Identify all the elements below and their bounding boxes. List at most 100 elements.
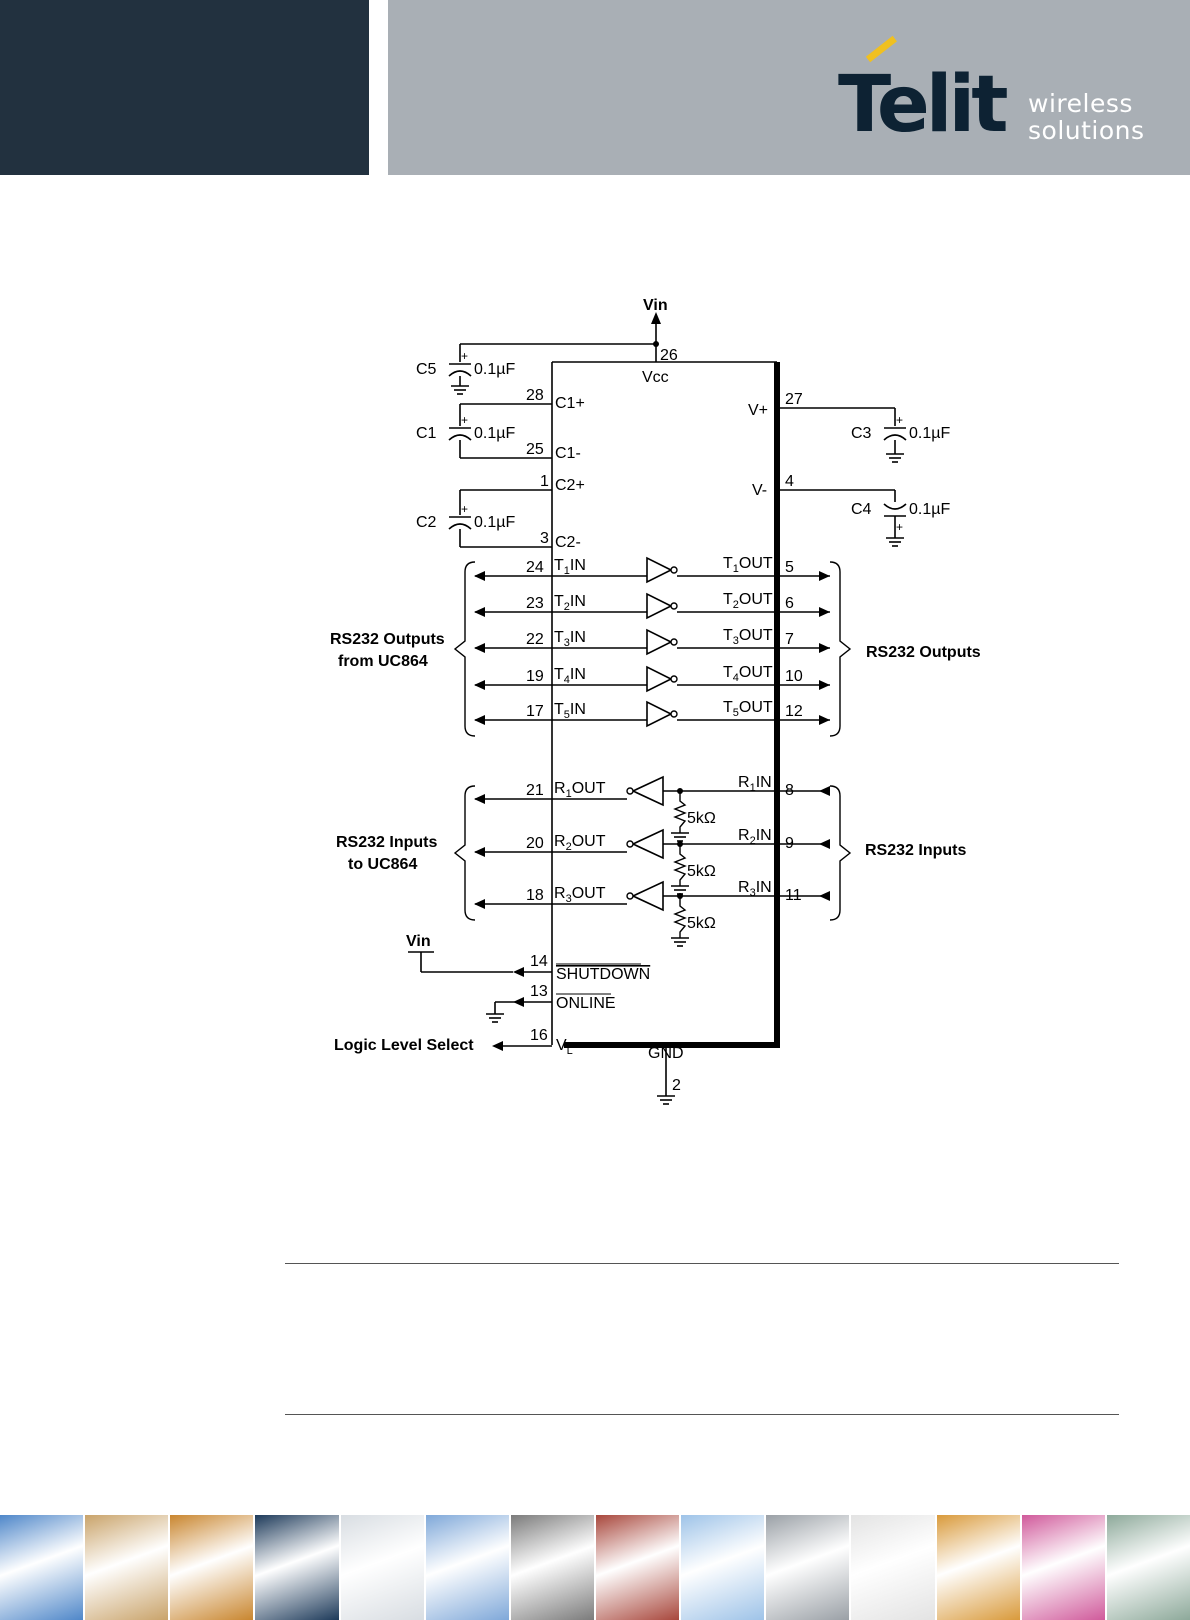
pin-label-c2minus: C2- xyxy=(555,534,581,551)
tx-out-arrow xyxy=(819,571,830,581)
capacitor-name: C2 xyxy=(416,514,437,531)
logic-level-select-label: Logic Level Select xyxy=(334,1037,474,1054)
pin-label-vplus: V+ xyxy=(748,402,768,419)
rx-out-label: R1OUT xyxy=(554,780,606,800)
tx-right-brace xyxy=(829,561,852,737)
rx-receiver-buffer xyxy=(631,775,664,807)
tx-out-pin-number: 6 xyxy=(785,595,794,612)
tx-driver-buffer xyxy=(646,665,673,693)
tx-out-label: T5OUT xyxy=(723,699,773,719)
tx-left-brace xyxy=(453,561,476,737)
logo-brand-text: Telit xyxy=(838,60,1009,150)
tx-out-pin-number: 5 xyxy=(785,559,794,576)
roadside-phone-photo xyxy=(85,1515,169,1620)
capacitor-value: 0.1µF xyxy=(474,514,515,531)
pin-number-13: 13 xyxy=(530,983,548,1000)
capacitor-value: 0.1µF xyxy=(474,425,515,442)
tx-driver-buffer xyxy=(646,592,673,620)
vin-top-label: Vin xyxy=(643,297,668,314)
tx-in-label: T1IN xyxy=(554,557,586,577)
tx-in-pin-number: 22 xyxy=(526,631,544,648)
wind-turbines-photo xyxy=(681,1515,765,1620)
rx-out-pin-number: 20 xyxy=(526,835,544,852)
tx-out-arrow xyxy=(819,607,830,617)
rx-resistor-value: 5kΩ xyxy=(687,863,716,880)
pin-number-16: 16 xyxy=(530,1027,548,1044)
bottom-divider-line xyxy=(285,1414,1119,1415)
pin-label-c1minus: C1- xyxy=(555,445,581,462)
tx-in-pin-number: 19 xyxy=(526,668,544,685)
tx-in-pin-number: 24 xyxy=(526,559,544,576)
group-label-outputs-left-2: from UC864 xyxy=(338,653,428,670)
rx-in-pin-number: 9 xyxy=(785,835,794,852)
capacitor-polarity: + xyxy=(896,413,903,427)
rx-in-pin-number: 11 xyxy=(785,887,802,904)
tx-in-arrow xyxy=(474,715,485,725)
capacitor-curved-plate xyxy=(448,523,472,530)
tx-out-arrow xyxy=(819,715,830,725)
pin-label-online: ONLINE xyxy=(556,995,616,1012)
group-label-outputs-left: RS232 Outputs xyxy=(330,631,445,648)
rx-in-label: R3IN xyxy=(738,879,772,899)
rx-resistor-value: 5kΩ xyxy=(687,810,716,827)
pin-number-27: 27 xyxy=(785,391,803,408)
rx-in-label: R2IN xyxy=(738,827,772,847)
capacitor-polarity: + xyxy=(461,413,468,427)
capacitor-value: 0.1µF xyxy=(474,361,515,378)
tx-in-label: T4IN xyxy=(554,666,586,686)
tx-driver-buffer xyxy=(646,628,673,656)
header-grey-panel xyxy=(388,0,1190,175)
digital-clock-photo xyxy=(255,1515,339,1620)
tx-out-pin-number: 7 xyxy=(785,631,794,648)
vcc-label: Vcc xyxy=(642,369,669,386)
capacitor-curved-plate xyxy=(883,503,907,510)
tx-driver-bubble xyxy=(670,675,678,683)
tx-out-arrow xyxy=(819,643,830,653)
utility-meter-photo xyxy=(766,1515,850,1620)
capacitor-polarity: + xyxy=(896,520,903,534)
rx-out-label: R2OUT xyxy=(554,833,606,853)
tx-in-pin-number: 23 xyxy=(526,595,544,612)
rx-right-brace xyxy=(829,785,852,921)
vcc-pin-number: 26 xyxy=(660,347,678,364)
pin-number-28: 28 xyxy=(526,387,544,404)
card-payment-photo xyxy=(510,1515,594,1620)
tx-in-label: T3IN xyxy=(554,629,586,649)
rx-in-label: R1IN xyxy=(738,774,772,794)
group-label-inputs-left-2: to UC864 xyxy=(348,856,417,873)
pin-label-c2plus: C2+ xyxy=(555,477,585,494)
pin-number-14: 14 xyxy=(530,953,548,970)
pin-number-3: 3 xyxy=(540,530,549,547)
capacitor-polarity: + xyxy=(461,502,468,516)
pin-number-1: 1 xyxy=(540,473,549,490)
header-dark-panel xyxy=(0,0,369,175)
pin-number-4: 4 xyxy=(785,473,794,490)
pin-label-shutdown: SHUTDOWN xyxy=(556,966,650,983)
capacitor-polarity: + xyxy=(461,349,468,363)
tx-in-pin-number: 17 xyxy=(526,703,544,720)
rx-out-arrow xyxy=(474,899,485,909)
pin-label-vl: VL xyxy=(556,1037,573,1057)
capacitor-name: C4 xyxy=(851,501,872,518)
logo-tagline-line1: wireless xyxy=(1028,89,1133,118)
pin-label-vminus: V- xyxy=(752,482,767,499)
rx-in-arrow xyxy=(819,786,830,796)
freight-train-photo xyxy=(170,1515,254,1620)
rx-receiver-bubble xyxy=(626,892,634,900)
cyclist-photo xyxy=(425,1515,509,1620)
tx-out-arrow xyxy=(819,680,830,690)
security-camera-photo xyxy=(1106,1515,1190,1620)
rx-out-pin-number: 18 xyxy=(526,887,544,904)
vending-machine-photo xyxy=(595,1515,680,1620)
shutdown-arrow xyxy=(513,967,524,977)
rx-pulldown-resistor xyxy=(673,844,687,886)
footer-photo-strip xyxy=(0,1515,1190,1620)
logo-tagline: wireless solutions xyxy=(1028,90,1145,144)
tx-out-pin-number: 12 xyxy=(785,703,803,720)
logo-tagline-line2: solutions xyxy=(1028,116,1145,145)
tx-out-label: T4OUT xyxy=(723,664,773,684)
capacitor-value: 0.1µF xyxy=(909,501,950,518)
rx-out-label: R3OUT xyxy=(554,885,606,905)
printing-press-photo xyxy=(1021,1515,1105,1620)
